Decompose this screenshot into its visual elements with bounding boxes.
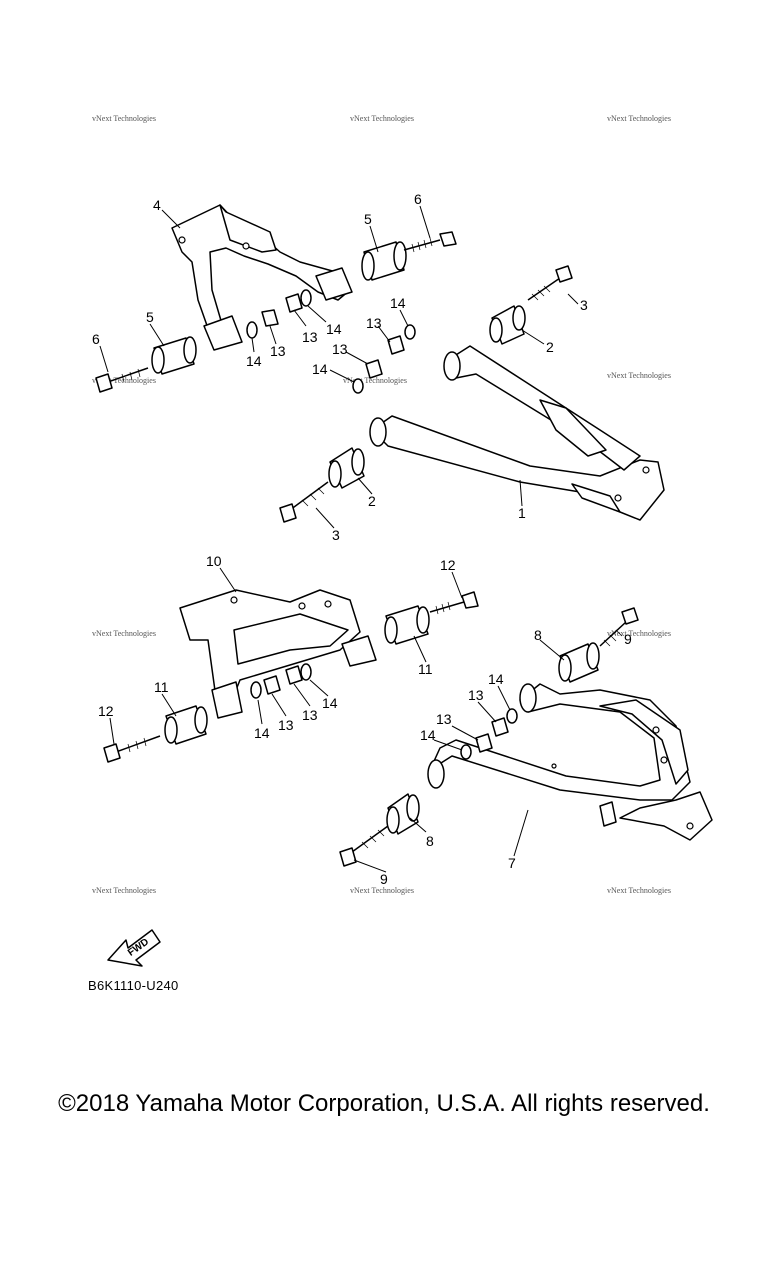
callout-13: 13 bbox=[302, 707, 318, 723]
callout-1: 1 bbox=[518, 505, 526, 521]
callout-12: 12 bbox=[98, 703, 114, 719]
lower-arm-7 bbox=[427, 683, 713, 841]
bushing-11-right bbox=[384, 605, 430, 645]
watermark: vNext Technologies bbox=[92, 886, 156, 895]
bolt-3-lower bbox=[279, 481, 329, 523]
nut-washer-set-lower-left bbox=[250, 663, 312, 699]
watermark: vNext Technologies bbox=[607, 114, 671, 123]
bolt-12-left bbox=[103, 735, 161, 763]
callout-14: 14 bbox=[254, 725, 270, 741]
callout-13: 13 bbox=[436, 711, 452, 727]
upper-arm-4 bbox=[171, 204, 353, 351]
bushing-2-upper bbox=[489, 305, 526, 345]
fwd-arrow-icon: FWD bbox=[107, 929, 161, 967]
callout-6: 6 bbox=[414, 191, 422, 207]
callout-6: 6 bbox=[92, 331, 100, 347]
bolt-6-left bbox=[95, 367, 149, 393]
leader-lines bbox=[99, 205, 579, 873]
copyright-notice: ©2018 Yamaha Motor Corporation, U.S.A. A… bbox=[58, 1090, 710, 1117]
upper-arm-10 bbox=[179, 589, 377, 719]
callout-2: 2 bbox=[546, 339, 554, 355]
lower-arm-1 bbox=[369, 345, 665, 521]
callout-14: 14 bbox=[488, 671, 504, 687]
watermark: vNext Technologies bbox=[607, 629, 671, 638]
callout-2: 2 bbox=[368, 493, 376, 509]
callout-14: 14 bbox=[326, 321, 342, 337]
nut-washer-set-upper bbox=[246, 289, 416, 394]
watermark: vNext Technologies bbox=[92, 114, 156, 123]
bushing-5-right bbox=[361, 241, 407, 281]
bushing-8-lower bbox=[386, 793, 420, 835]
callout-13: 13 bbox=[366, 315, 382, 331]
callout-13: 13 bbox=[278, 717, 294, 733]
callout-14: 14 bbox=[322, 695, 338, 711]
watermark: vNext Technologies bbox=[350, 114, 414, 123]
callout-13: 13 bbox=[302, 329, 318, 345]
bolt-6-right bbox=[403, 231, 457, 253]
bolt-3-upper bbox=[527, 265, 573, 301]
callout-11: 11 bbox=[154, 679, 169, 695]
callout-9: 9 bbox=[624, 631, 632, 647]
watermark: vNext Technologies bbox=[92, 629, 156, 638]
bushing-8-upper bbox=[558, 642, 600, 683]
callout-4: 4 bbox=[153, 197, 161, 213]
callout-8: 8 bbox=[534, 627, 542, 643]
callout-7: 7 bbox=[508, 855, 516, 871]
callout-5: 5 bbox=[364, 211, 372, 227]
callout-14: 14 bbox=[420, 727, 436, 743]
callout-8: 8 bbox=[426, 833, 434, 849]
watermark: vNext Technologies bbox=[607, 886, 671, 895]
callout-13: 13 bbox=[270, 343, 286, 359]
callouts: 4 5 6 5 6 14 13 13 14 14 13 13 14 3 2 2 … bbox=[92, 191, 632, 887]
bushing-5-left bbox=[151, 336, 197, 375]
callout-14: 14 bbox=[312, 361, 328, 377]
watermark: vNext Technologies bbox=[607, 371, 671, 380]
callout-14: 14 bbox=[246, 353, 262, 369]
callout-3: 3 bbox=[332, 527, 340, 543]
callout-12: 12 bbox=[440, 557, 456, 573]
diagram-code: B6K1110-U240 bbox=[88, 978, 179, 993]
callout-5: 5 bbox=[146, 309, 154, 325]
watermark: vNext Technologies bbox=[350, 886, 414, 895]
bolt-9-upper bbox=[599, 607, 639, 647]
callout-10: 10 bbox=[206, 553, 222, 569]
watermark: vNext Technologies bbox=[343, 376, 407, 385]
bushing-11-left bbox=[164, 705, 208, 745]
bolt-9-lower bbox=[339, 825, 389, 867]
callout-13: 13 bbox=[332, 341, 348, 357]
bushing-2-lower bbox=[328, 447, 365, 489]
nut-washer-set-lower-right bbox=[460, 708, 518, 760]
bolt-12-right bbox=[429, 591, 479, 615]
callout-13: 13 bbox=[468, 687, 484, 703]
callout-3: 3 bbox=[580, 297, 588, 313]
callout-14: 14 bbox=[390, 295, 406, 311]
callout-11: 11 bbox=[418, 661, 433, 677]
callout-9: 9 bbox=[380, 871, 388, 887]
